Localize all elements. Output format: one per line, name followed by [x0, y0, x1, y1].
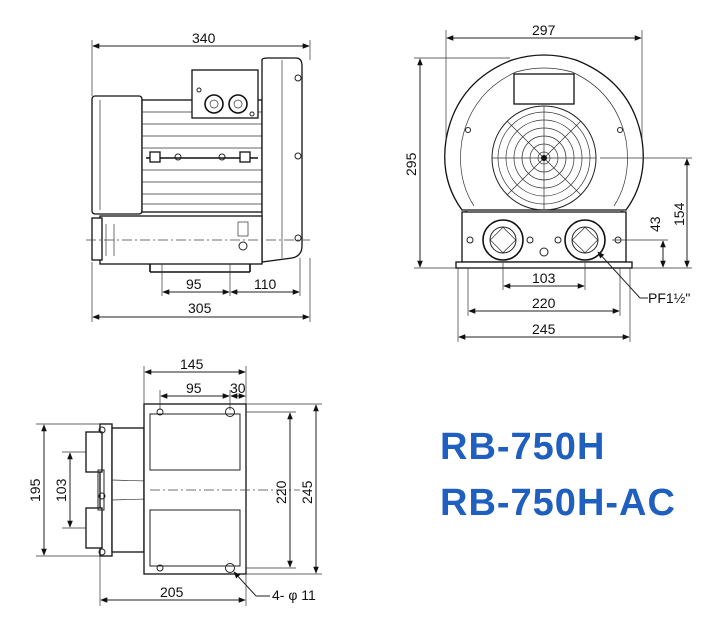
front-view: 297 295 154 43 103 220 245 PF1½": [403, 22, 692, 342]
dim-front-foot-inner: 220: [532, 295, 556, 311]
dim-top-length-205: 205: [160, 584, 184, 600]
top-view: 145 95 30 195 103 220 245 205: [27, 356, 322, 606]
dim-top-height-245: 245: [299, 480, 315, 504]
model-name-1: RB-750H: [440, 426, 606, 468]
dim-front-flange-height: 43: [647, 216, 663, 232]
dim-top-height-103: 103: [53, 478, 69, 502]
dim-front-overall-width: 297: [532, 22, 556, 38]
model-name-2: RB-750H-AC: [440, 482, 676, 524]
dim-side-base-length: 305: [188, 300, 212, 316]
dim-top-width-95: 95: [186, 380, 202, 396]
dim-top-width-145: 145: [180, 356, 204, 372]
dim-front-outlet-height: 154: [671, 202, 687, 226]
dim-front-port-spacing: 103: [532, 270, 556, 286]
label-port-thread: PF1½": [648, 290, 690, 306]
side-view: 340 95 110 305: [86, 30, 311, 322]
dim-side-overall-width: 340: [192, 30, 216, 46]
dim-side-foot-offset: 110: [254, 276, 277, 292]
dim-front-overall-height: 295: [403, 152, 419, 176]
dim-side-foot-spacing: 95: [186, 276, 202, 292]
dim-front-foot-outer: 245: [532, 321, 556, 337]
dim-top-height-220: 220: [273, 480, 289, 504]
dim-top-height-195: 195: [27, 478, 43, 502]
dim-top-width-30: 30: [230, 380, 246, 396]
label-mounting-holes: 4- φ 11: [272, 587, 316, 603]
